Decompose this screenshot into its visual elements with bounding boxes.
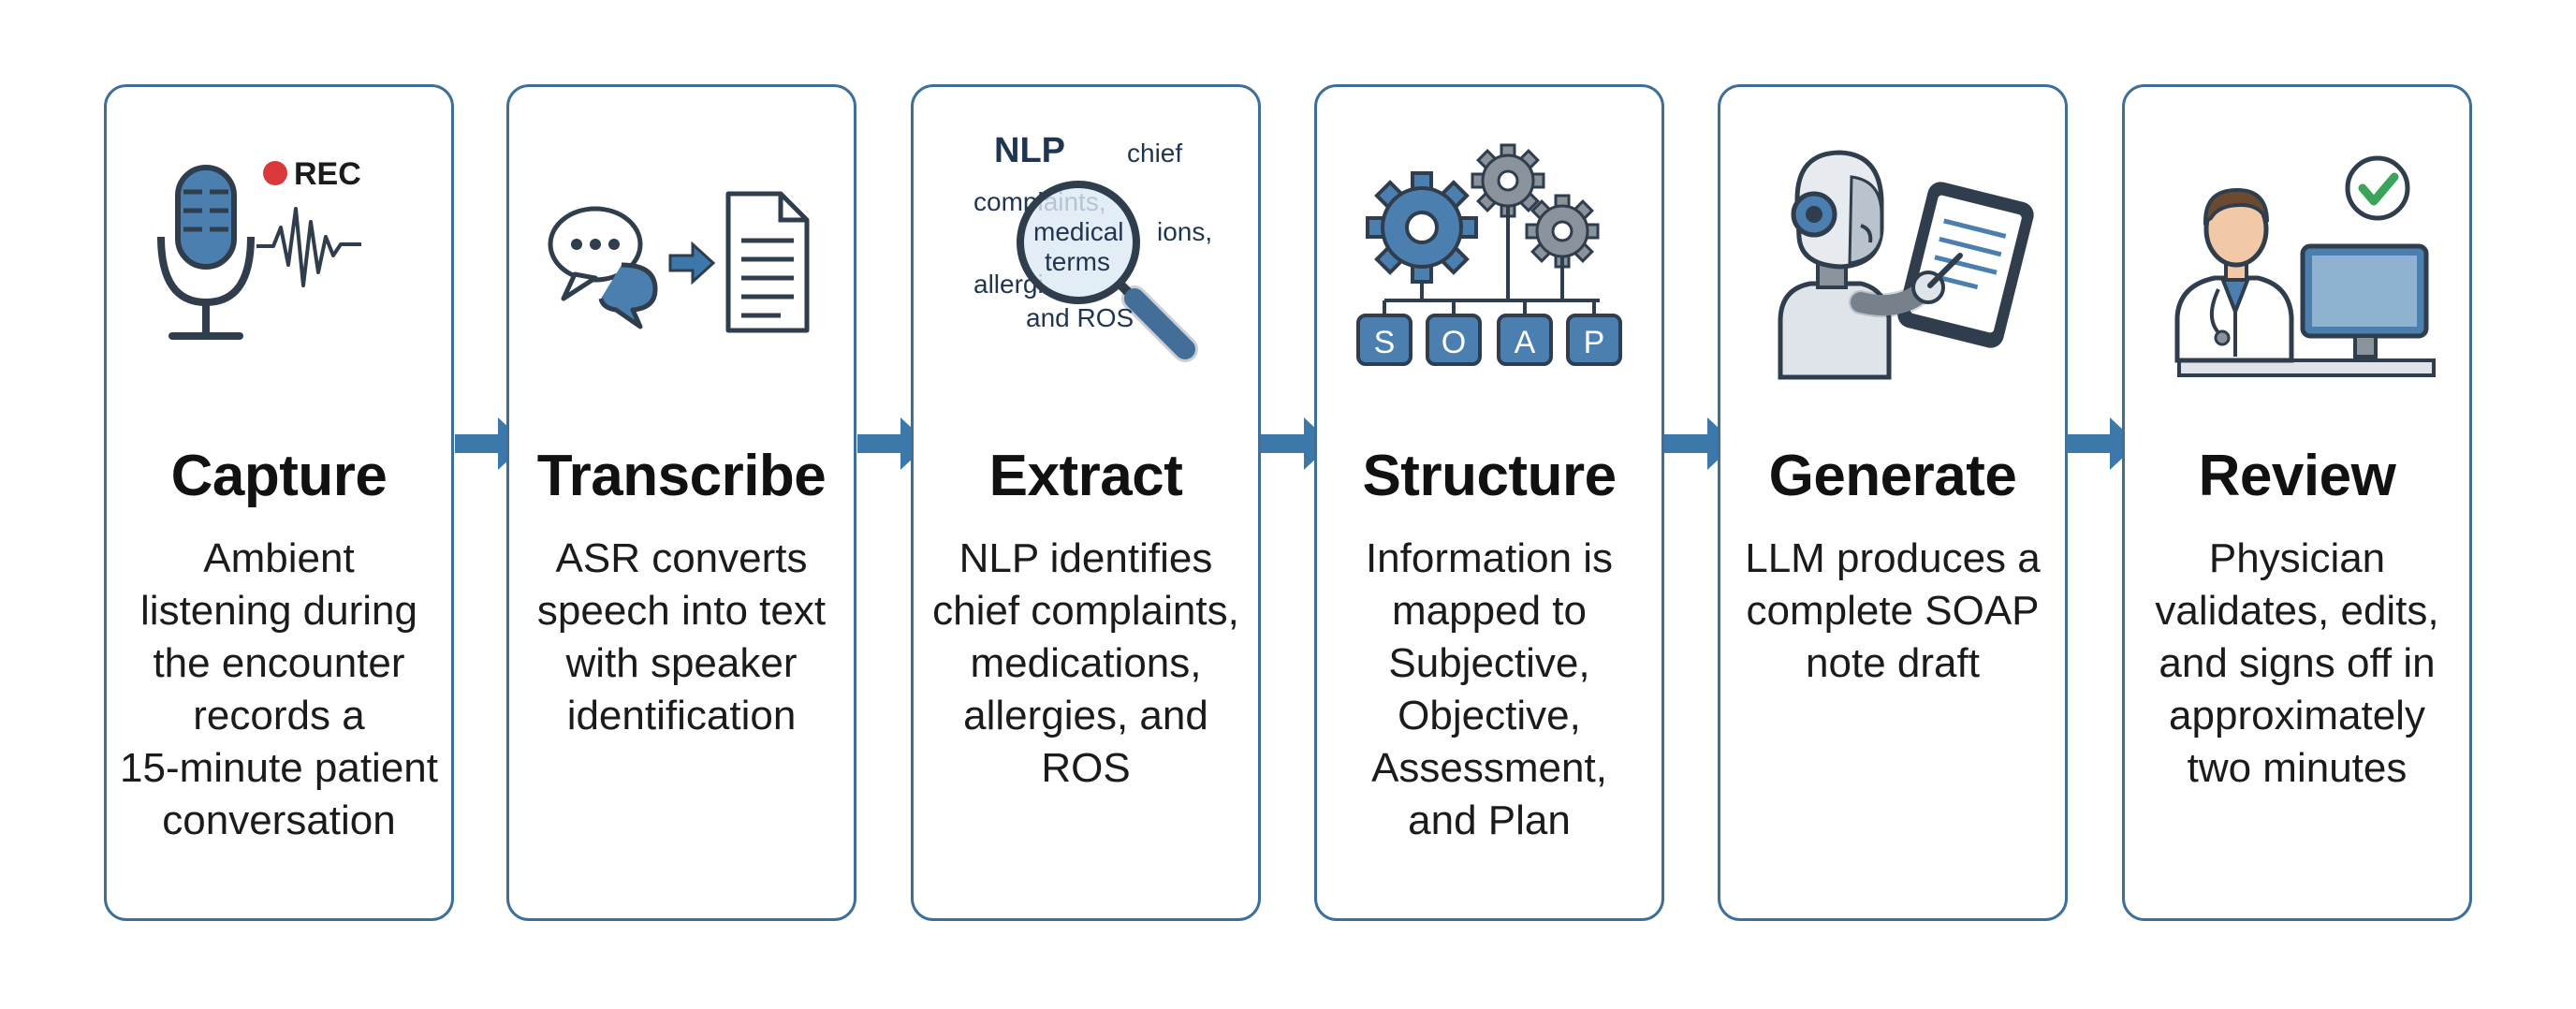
icon-word-and-ros: and ROS — [1026, 303, 1134, 332]
icon-word-terms: terms — [1045, 247, 1110, 276]
step-title: Transcribe — [536, 444, 827, 508]
microphone-waveform-icon: REC — [107, 124, 451, 405]
robot-writing-icon — [1720, 124, 2065, 405]
speech-to-document-icon — [509, 124, 854, 405]
step-description: NLP identifies chief complaints, medicat… — [932, 535, 1239, 791]
step-card-structure: S O A P Structure Information is mapped … — [1314, 84, 1664, 921]
flow-arrow-icon — [2067, 414, 2140, 474]
step-description: LLM produces a complete SOAP note draft — [1745, 535, 2041, 686]
step-card-review: Review Physician validates, edits, and s… — [2122, 84, 2472, 921]
magnifying-glass-icon: NLP chief complaints, ions, allergi and … — [914, 124, 1258, 405]
step-title: Generate — [1768, 444, 2017, 508]
icon-word-nlp: NLP — [994, 131, 1065, 170]
rec-label: REC — [294, 156, 361, 192]
step-title: Extract — [988, 444, 1183, 508]
icon-word-chief: chief — [1127, 139, 1182, 168]
step-card-generate: Generate LLM produces a complete SOAP no… — [1718, 84, 2068, 921]
step-card-extract: NLP chief complaints, ions, allergi and … — [911, 84, 1261, 921]
physician-computer-check-icon — [2125, 124, 2469, 405]
soap-letter-p: P — [1584, 325, 1605, 360]
step-title: Capture — [170, 444, 388, 508]
step-description: Information is mapped to Subjective, Obj… — [1365, 535, 1614, 843]
step-title: Structure — [1362, 444, 1617, 508]
soap-letter-o: O — [1442, 325, 1466, 360]
icon-word-ions: ions, — [1157, 217, 1212, 246]
soap-letter-a: A — [1515, 325, 1536, 360]
soap-letter-s: S — [1374, 325, 1396, 360]
gears-soap-icon: S O A P — [1317, 124, 1661, 405]
icon-word-medical: medical — [1033, 217, 1123, 246]
step-title: Review — [2198, 444, 2396, 508]
step-description: Ambient listening during the encounter r… — [120, 535, 438, 843]
step-card-transcribe: Transcribe ASR converts speech into text… — [506, 84, 856, 921]
step-description: Physician validates, edits, and signs of… — [2155, 535, 2439, 791]
step-card-capture: REC Capture Ambient listening during the… — [104, 84, 454, 921]
step-description: ASR converts speech into text with speak… — [536, 535, 827, 738]
